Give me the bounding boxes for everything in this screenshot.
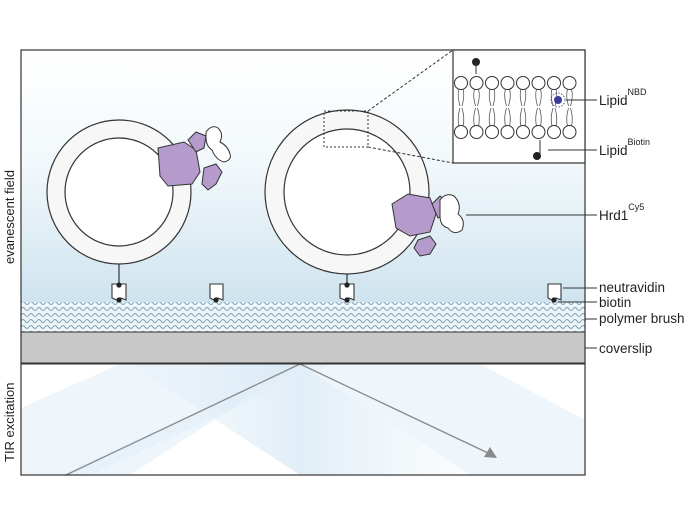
lipid-tail: [488, 88, 496, 107]
lipid-head: [469, 76, 484, 90]
lipid-head: [485, 125, 499, 139]
label-neutravidin: neutravidin: [599, 280, 665, 295]
lipid-tail: [566, 107, 573, 127]
leader-lines: [466, 99, 597, 349]
lipid-head: [531, 76, 546, 90]
neutravidin-free-2: [209, 283, 224, 303]
lipid-head: [562, 125, 577, 139]
neutravidin-free-4: [547, 283, 562, 303]
lipid-head: [562, 76, 577, 90]
lipid-head: [454, 76, 468, 90]
hrd1-protein-right: [391, 193, 464, 257]
lipid-tail: [488, 107, 496, 127]
tir-beam-arrow: [65, 363, 497, 476]
lipid-tail: [504, 107, 511, 127]
label-lipid-biotin: LipidBiotin: [599, 137, 650, 158]
coverslip-layer: [20, 331, 586, 364]
nbd-fluorophore: [550, 92, 566, 108]
diagram-frame: [20, 49, 586, 476]
vesicle-left: [46, 119, 192, 285]
label-biotin: biotin: [599, 295, 631, 310]
lipid-tail: [457, 88, 465, 107]
neutravidin-anchor-1: [111, 282, 127, 303]
hrd1-protein-left: [157, 126, 231, 191]
lipid-head: [500, 125, 515, 139]
label-hrd1: Hrd1Cy5: [599, 202, 644, 223]
neutravidin-anchor-3: [339, 282, 355, 303]
lipid-head: [547, 76, 561, 90]
lipid-tail: [519, 107, 527, 127]
lipid-head: [485, 76, 499, 90]
label-polymer-brush: polymer brush: [599, 311, 685, 326]
lipid-tail: [519, 88, 527, 107]
lipid-head: [531, 125, 546, 139]
lipid-tail: [550, 107, 558, 127]
lipid-head: [516, 125, 530, 139]
lipid-tail: [535, 107, 542, 127]
label-coverslip: coverslip: [599, 341, 652, 356]
label-tir-excitation: TIR excitation: [2, 383, 17, 462]
lipid-head: [516, 76, 530, 90]
lipid-head: [469, 125, 484, 139]
label-lipid-nbd: LipidNBD: [599, 87, 647, 108]
lipid-tail: [473, 88, 480, 107]
lipid-head: [500, 76, 515, 90]
lipid-tail: [566, 88, 573, 107]
lipid-tail: [457, 107, 465, 127]
biotin-lipid-marker-bottom: [533, 152, 541, 160]
lipid-tail: [504, 88, 511, 107]
lipid-head: [454, 125, 468, 139]
lipid-head: [547, 125, 561, 139]
label-evanescent-field: evanescent field: [2, 170, 17, 264]
lipid-tail: [473, 107, 480, 127]
zoom-region-box: [323, 110, 369, 148]
tir-excitation-region: [21, 364, 585, 475]
bilayer-inset: [367, 49, 586, 164]
lipid-tail: [535, 88, 542, 107]
polymer-brush-waves: [21, 302, 585, 332]
